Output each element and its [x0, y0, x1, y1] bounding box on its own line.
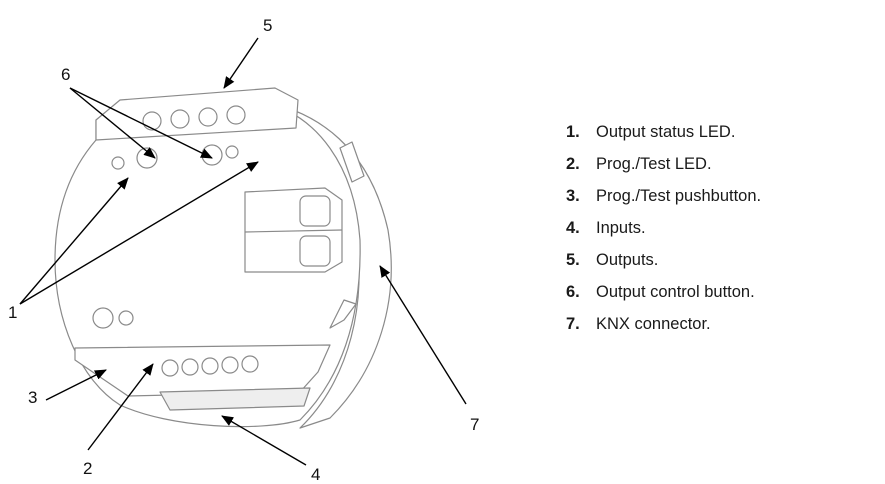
callout-3: 3	[28, 388, 37, 407]
legend-item: 4. Inputs.	[566, 216, 761, 248]
arrow-1-a	[19, 177, 129, 305]
legend-text: Prog./Test pushbutton.	[596, 187, 762, 205]
legend-text: Inputs.	[596, 219, 646, 237]
legend-number: 5.	[566, 251, 580, 269]
legend-text: Outputs.	[596, 251, 659, 269]
knx-connector-plug-top	[299, 195, 331, 227]
legend-item: 7. KNX connector.	[566, 312, 761, 344]
prog-test-led	[118, 310, 134, 326]
legend-text: Prog./Test LED.	[596, 155, 712, 173]
legend-number: 6.	[566, 283, 580, 301]
arrow-2	[87, 363, 154, 451]
arrow-6-b	[69, 87, 213, 159]
rim-clip-bottom	[329, 299, 357, 329]
device-illustration	[54, 87, 392, 429]
legend-text: Output status LED.	[596, 123, 736, 141]
legend-item: 1. Output status LED.	[566, 120, 761, 152]
callout-2: 2	[83, 459, 92, 478]
callout-labels: 1 2 3 4 5 6 7	[8, 16, 479, 484]
rim-clip-top	[339, 141, 365, 183]
legend-item: 6. Output control button.	[566, 280, 761, 312]
knx-connector-divider	[244, 229, 343, 233]
callout-7: 7	[470, 415, 479, 434]
arrow-6-a	[69, 87, 156, 159]
callout-6: 6	[61, 65, 70, 84]
output-status-led-2	[225, 145, 239, 159]
legend-number: 7.	[566, 315, 580, 333]
arrow-7	[379, 265, 467, 405]
callout-arrows	[19, 37, 467, 466]
device-diagram: 1 2 3 4 5 6 7	[8, 16, 479, 484]
legend-item: 3. Prog./Test pushbutton.	[566, 184, 761, 216]
legend-number: 2.	[566, 155, 580, 173]
callout-1: 1	[8, 303, 17, 322]
callout-5: 5	[263, 16, 272, 35]
legend-item: 5. Outputs.	[566, 248, 761, 280]
arrow-5	[223, 37, 259, 89]
legend-item: 2. Prog./Test LED.	[566, 152, 761, 184]
input-terminal-strip	[159, 387, 311, 411]
legend-number: 1.	[566, 123, 580, 141]
legend-number: 3.	[566, 187, 580, 205]
legend-number: 4.	[566, 219, 580, 237]
prog-test-pushbutton	[92, 307, 114, 329]
component-legend: 1. Output status LED. 2. Prog./Test LED. 3…	[566, 120, 761, 344]
output-status-led	[111, 156, 125, 170]
callout-4: 4	[311, 465, 320, 484]
arrow-1-b	[19, 161, 259, 305]
legend-text: KNX connector.	[596, 315, 711, 333]
knx-connector-plug-bottom	[299, 235, 331, 267]
input-terminal-screws	[161, 355, 259, 377]
legend-text: Output control button.	[596, 283, 755, 301]
arrow-4	[221, 415, 307, 466]
arrow-3	[45, 369, 107, 401]
